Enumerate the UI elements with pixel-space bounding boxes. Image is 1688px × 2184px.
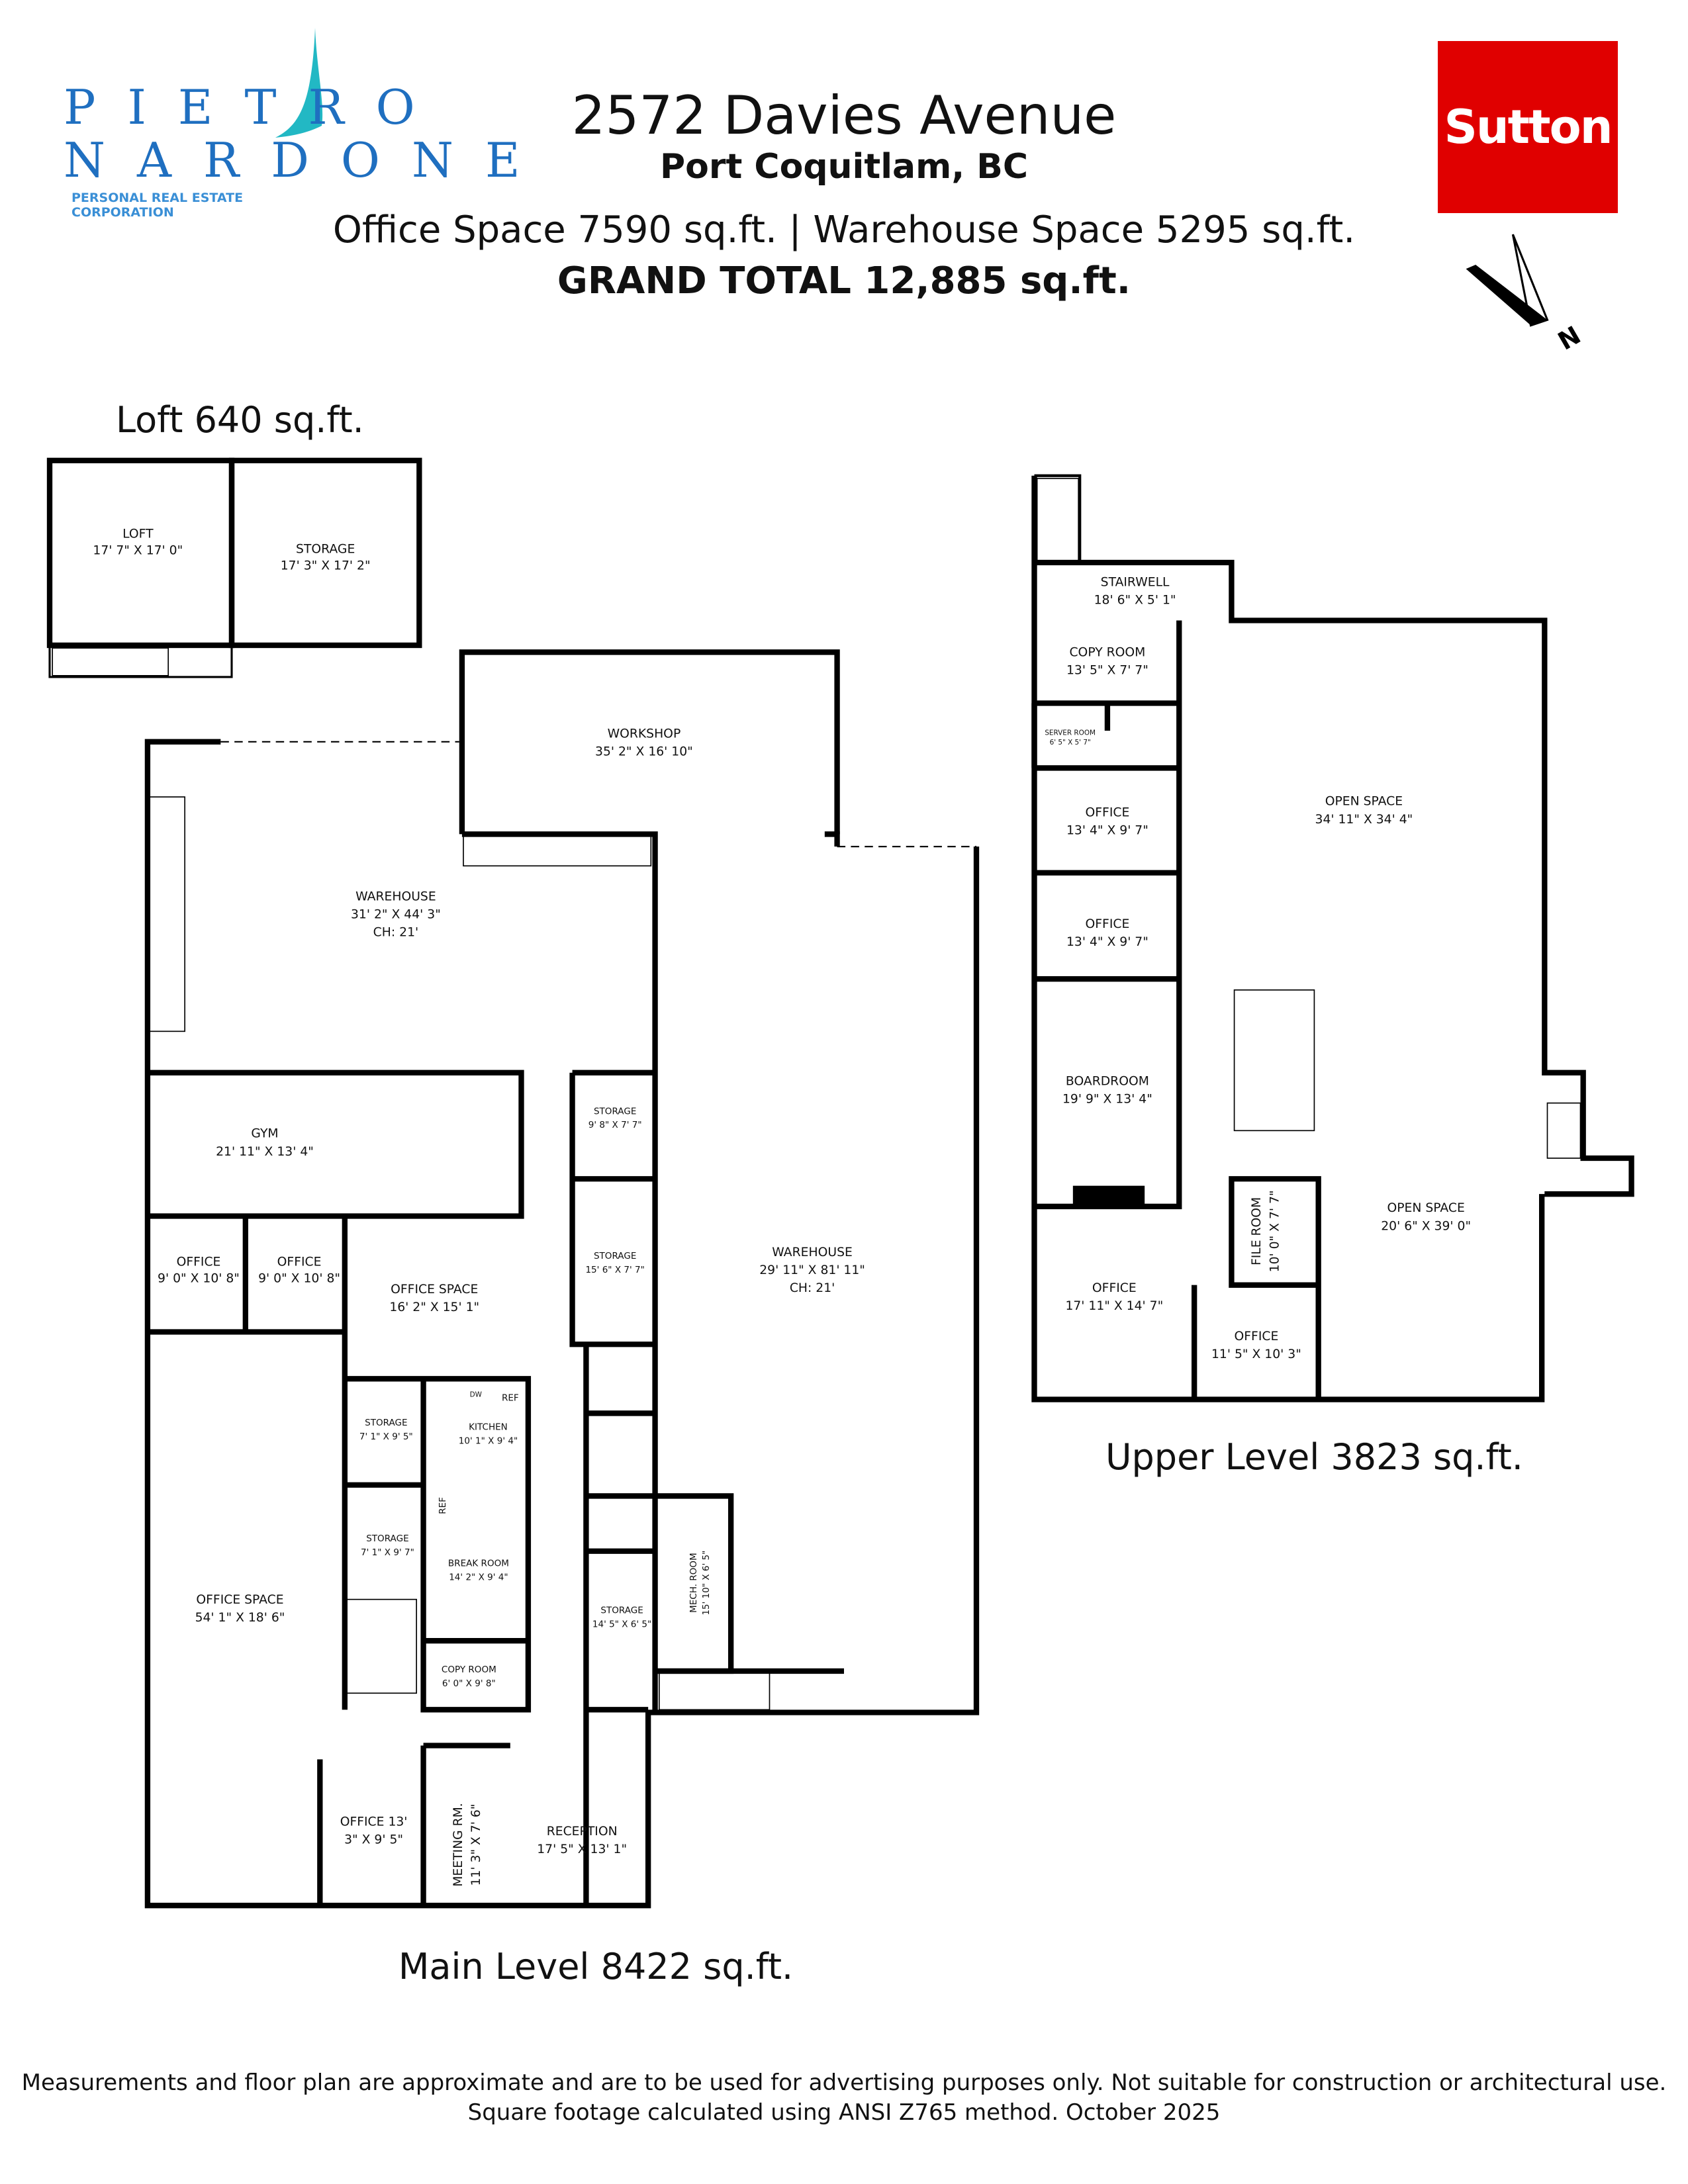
room-label: 9' 0" X 10' 8" <box>258 1272 340 1286</box>
room-label: OFFICE SPACE <box>391 1283 478 1297</box>
room-label: STORAGE <box>594 1251 636 1261</box>
agent-logo: PIETRO NARDONE PERSONAL REAL ESTATE CORP… <box>64 26 520 220</box>
room-label: 9' 0" X 10' 8" <box>158 1272 240 1286</box>
sutton-logo: Sutton <box>1438 41 1618 213</box>
method-note: Square footage calculated using ANSI Z76… <box>467 2099 1221 2126</box>
ref-label-2: REF <box>438 1497 448 1514</box>
room-label: 19' 9" X 13' 4" <box>1062 1093 1152 1107</box>
ref-label: REF <box>502 1393 519 1404</box>
grand-total: GRAND TOTAL 12,885 sq.ft. <box>557 259 1131 302</box>
area-summary: Office Space 7590 sq.ft. | Warehouse Spa… <box>332 208 1356 251</box>
room-label: 13' 4" X 9' 7" <box>1066 823 1149 837</box>
room-label: 17' 5" X 13' 1" <box>537 1843 627 1856</box>
boardroom-cabinet <box>1072 1185 1145 1205</box>
room-label: FILE ROOM <box>1250 1197 1264 1265</box>
room-label: STORAGE <box>365 1418 407 1428</box>
room-label: LOFT <box>122 527 154 541</box>
room-label: 29' 11" X 81' 11" <box>759 1263 865 1277</box>
room-label: CH: 21' <box>373 926 418 940</box>
logo-sub: PERSONAL REAL ESTATE CORPORATION <box>71 191 244 220</box>
disclaimer: Measurements and floor plan are approxim… <box>21 2070 1667 2096</box>
dw-label: DW <box>470 1390 482 1398</box>
room-label: 17' 3" X 17' 2" <box>281 559 371 572</box>
room-label: OFFICE <box>1092 1281 1137 1295</box>
room-label: OFFICE <box>1235 1330 1279 1343</box>
room-label: WAREHOUSE <box>772 1246 853 1259</box>
room-label: STORAGE <box>600 1606 643 1616</box>
room-label: BREAK ROOM <box>448 1559 509 1569</box>
room-label: WORKSHOP <box>608 727 681 741</box>
room-label: STORAGE <box>296 542 355 556</box>
room-label: 6' 0" X 9' 8" <box>442 1678 496 1689</box>
room-label: WAREHOUSE <box>355 889 436 903</box>
logo-line2: NARDONE <box>64 132 552 188</box>
room-label: 10' 0" X 7' 7" <box>1268 1190 1282 1272</box>
room-label: OFFICE <box>177 1255 221 1269</box>
room-label: 16' 2" X 15' 1" <box>389 1300 479 1314</box>
room-label: CH: 21' <box>790 1281 835 1295</box>
property-city: Port Coquitlam, BC <box>659 147 1028 187</box>
room-label: 15' 10" X 6' 5" <box>701 1551 712 1615</box>
walls <box>46 457 1634 1909</box>
room-label: OPEN SPACE <box>1325 795 1403 809</box>
room-label: MEETING RM. <box>451 1803 465 1887</box>
room-label: STORAGE <box>594 1106 636 1116</box>
north-arrow-icon: N <box>1466 234 1585 356</box>
room-label: 11' 3" X 7' 6" <box>469 1804 483 1886</box>
room-label: 14' 2" X 9' 4" <box>449 1572 508 1583</box>
room-label: 7' 1" X 9' 7" <box>361 1547 414 1558</box>
upper-labels: STAIRWELL 18' 6" X 5' 1" COPY ROOM 13' 5… <box>1045 575 1471 1361</box>
room-label: STORAGE <box>366 1533 408 1544</box>
room-label: OPEN SPACE <box>1387 1201 1464 1215</box>
room-label: 34' 11" X 34' 4" <box>1315 813 1413 827</box>
room-label: 7' 1" X 9' 5" <box>359 1432 413 1442</box>
main-level-title: Main Level 8422 sq.ft. <box>398 1946 794 1987</box>
room-label: OFFICE <box>1086 805 1130 819</box>
room-label: 18' 6" X 5' 1" <box>1094 593 1176 607</box>
room-label: COPY ROOM <box>442 1664 496 1675</box>
room-label: 17' 7" X 17' 0" <box>93 543 183 557</box>
room-label: 35' 2" X 16' 10" <box>595 745 693 759</box>
room-label: 13' 4" X 9' 7" <box>1066 935 1149 949</box>
logo-line1: PIETRO <box>64 79 447 135</box>
room-label: OFFICE <box>277 1255 322 1269</box>
room-label: 17' 11" X 14' 7" <box>1065 1299 1163 1313</box>
open-edges <box>220 741 976 1713</box>
room-label: 6' 5" X 5' 7" <box>1050 739 1091 747</box>
main-labels: WORKSHOP 35' 2" X 16' 10" WAREHOUSE 31' … <box>158 727 865 1887</box>
room-label: 54' 1" X 18' 6" <box>195 1611 285 1625</box>
room-label: 3" X 9' 5" <box>344 1833 403 1846</box>
room-label: 21' 11" X 13' 4" <box>216 1145 314 1159</box>
room-label: BOARDROOM <box>1066 1075 1149 1089</box>
room-label: COPY ROOM <box>1069 646 1145 660</box>
property-address: 2572 Davies Avenue <box>571 85 1117 146</box>
room-label: 20' 6" X 39' 0" <box>1381 1219 1471 1233</box>
room-label: 11' 5" X 10' 3" <box>1211 1347 1301 1361</box>
room-label: OFFICE 13' <box>340 1815 408 1829</box>
room-label: KITCHEN <box>469 1422 508 1432</box>
upper-level-title: Upper Level 3823 sq.ft. <box>1105 1436 1523 1478</box>
room-label: GYM <box>251 1127 278 1141</box>
room-label: MECH. ROOM <box>688 1553 699 1613</box>
room-label: 14' 5" X 6' 5" <box>592 1619 651 1629</box>
loft-labels: LOFT 17' 7" X 17' 0" STORAGE 17' 3" X 17… <box>93 527 370 572</box>
room-label: 10' 1" X 9' 4" <box>459 1435 518 1446</box>
room-label: 15' 6" X 7' 7" <box>585 1265 644 1275</box>
room-label: OFFICE <box>1086 917 1130 931</box>
room-label: 31' 2" X 44' 3" <box>351 908 441 922</box>
room-label: 13' 5" X 7' 7" <box>1066 664 1149 678</box>
sail-icon <box>275 28 323 138</box>
room-label: SERVER ROOM <box>1045 729 1096 737</box>
room-label: STAIRWELL <box>1101 575 1170 589</box>
loft-level-title: Loft 640 sq.ft. <box>116 399 364 441</box>
room-label: OFFICE SPACE <box>196 1593 283 1607</box>
north-label: N <box>1553 320 1585 356</box>
room-label: 9' 8" X 7' 7" <box>588 1120 642 1130</box>
stairs <box>52 478 1581 1711</box>
room-label: RECEPTION <box>547 1825 618 1839</box>
